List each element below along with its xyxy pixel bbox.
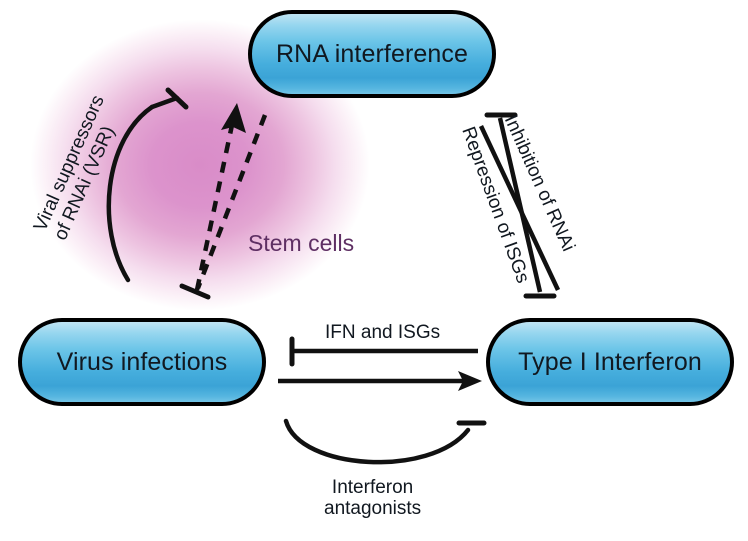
node-virus-infections[interactable]: Virus infections <box>18 318 266 406</box>
interferon-antagonists-line1: Interferon <box>331 477 414 498</box>
node-virus-infections-label: Virus infections <box>56 347 228 376</box>
node-type-i-interferon-label: Type I Interferon <box>518 347 702 376</box>
node-type-i-interferon[interactable]: Type I Interferon <box>486 318 734 406</box>
edge-rnai-inhibited-dashed <box>179 114 268 300</box>
edge-virus-activates-rnai <box>194 103 246 291</box>
edge-virus-induces-ifn <box>278 371 482 391</box>
vsr-edge-label: Viral suppressors of RNAi (VSR) <box>30 92 130 244</box>
ifn-and-isgs-edge-label: IFN and ISGs <box>325 322 441 343</box>
interferon-antagonists-line2: antagonists <box>324 498 422 520</box>
stem-cells-label: Stem cells <box>248 230 355 256</box>
edge-interferon-antagonists <box>283 418 487 465</box>
interferon-antagonists-edge-label: Interferon antagonists <box>324 477 421 520</box>
node-rna-interference-label: RNA interference <box>276 39 468 68</box>
node-rna-interference[interactable]: RNA interference <box>248 10 496 98</box>
